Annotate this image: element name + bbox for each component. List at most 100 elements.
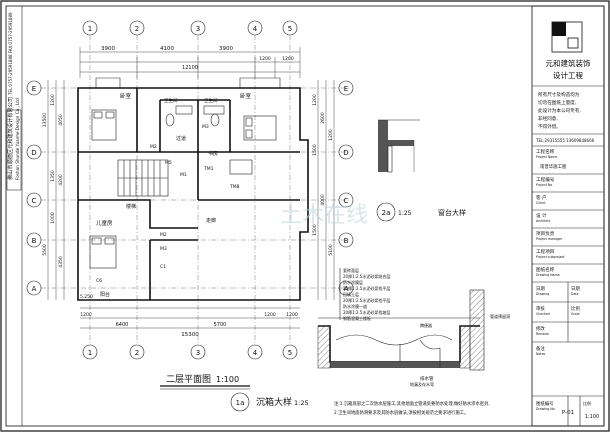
detail-2a-circle-label: 2a: [382, 209, 391, 217]
room-bed1: 卧室: [120, 92, 132, 100]
plan-title-text: 二层平面图: [166, 374, 211, 385]
axis-bottom-3: 3: [196, 349, 200, 357]
watermark: 土木在线: [280, 203, 368, 228]
plan-title-scale: 1:100: [216, 375, 239, 384]
field-subproject-en: Project subproject: [536, 255, 565, 259]
title-field-manager: 项目负责 Project manager: [536, 230, 563, 241]
layer-1: 瓷砖面层: [343, 267, 359, 273]
cell-date-cn: 日期: [571, 286, 580, 292]
field-project-no-cn: 工程编号: [536, 176, 555, 183]
axis-left-c: C: [32, 197, 37, 205]
bed-bedroom1: [91, 109, 117, 141]
title-field-drawing-name: 图纸名称 Drawing Name: [536, 266, 560, 277]
cell-scale-value: 1:100: [585, 414, 599, 420]
layer-8: 20厚1:2.5水泥砂浆找坡层: [343, 309, 390, 315]
layer-7: 防水涂膜一道: [343, 303, 367, 309]
notice-4: 非经同意,: [538, 115, 558, 122]
plan-title: 二层平面图 1:100: [160, 374, 250, 390]
field-architect-cn: 设 计: [536, 212, 547, 219]
detail-1a-note-2: 2.卫生间地面防滑要求及其防水层做法,须按相关规范之要求进行施工。: [334, 409, 468, 416]
left-dim-total: 13500: [42, 113, 48, 127]
left-dim-1: 1200: [50, 94, 56, 106]
room-toilet1: 卫生间: [164, 97, 178, 104]
company-name-1: 元和建筑装饰: [546, 58, 591, 68]
right-dim-3: 1500: [312, 144, 318, 156]
axis-left-d: D: [31, 149, 36, 157]
company-logo: [551, 21, 583, 53]
detail-1a-note-1: 注:1.沉箱底部之二次防水层施工,其他地面立管道处要防水处理,做好防水渗水密封,: [334, 400, 490, 407]
notice-5: 不得外借。: [538, 123, 561, 130]
cell-scale-en: Scale: [571, 312, 580, 316]
axis-top-1: 1: [88, 25, 92, 33]
door-tag-7: C6: [96, 278, 102, 284]
cell-scale-cn: 比例: [571, 305, 580, 312]
top-dim-1: 3900: [101, 46, 115, 52]
company-name-2: 设计工程: [553, 70, 583, 80]
detail-1a-scale: 1:25: [294, 399, 309, 407]
axis-top-5: 5: [288, 25, 292, 33]
layer-5: 回填土层: [343, 291, 359, 297]
walls: [77, 77, 309, 301]
notice: 所有尺寸及构造均为 切勿在图纸上量度, 此设计为本公司专有, 非经同意, 不得外…: [538, 91, 581, 130]
door-tag-2: M3: [202, 124, 209, 130]
title-cell-scale-value: 比例 1:100: [583, 400, 599, 420]
axis-left-a: A: [32, 285, 37, 293]
door-tag-8: C1: [160, 264, 166, 270]
bottom-dim-5: 1200: [286, 312, 298, 318]
room-toilet2: 卫生间: [204, 97, 218, 104]
title-cell-notes: 备注 Notes: [536, 345, 546, 356]
axis-right-c: C: [344, 197, 349, 205]
door-tags: M2 M3 M5 M1 TM1 TM8 C6 C1 M2 M3: [96, 124, 240, 284]
axis-right-e: E: [344, 85, 348, 93]
cell-revision-cn: 修改: [536, 325, 545, 332]
field-subproject-cn: 工程项目: [536, 248, 554, 255]
right-dim-7: 5100: [328, 244, 334, 256]
field-project-name-en: Project Name: [536, 155, 557, 159]
axis-right: E D C B A: [338, 80, 354, 296]
bottom-dimensions: 1200 6400 5700 1200 1200 15300: [80, 307, 300, 338]
axis-right-b: B: [344, 237, 349, 245]
field-manager-cn: 项目负责: [536, 230, 555, 237]
cell-sheet-no-en: Drawing No.: [536, 407, 556, 411]
detail-2a-circle: [376, 202, 396, 222]
top-dim-2: 4100: [160, 46, 174, 52]
axis-top-4: 4: [253, 25, 258, 33]
top-dim-3: 3900: [219, 46, 233, 52]
left-dim-2: 4050: [58, 114, 64, 126]
detail-2a-title: 窗台大样: [438, 208, 466, 217]
room-balcony: 阳台: [100, 291, 110, 298]
company-vertical-en: Foshan Shunde Yuanhe Design Co., Ltd: [15, 98, 20, 180]
room-stair: 楼梯: [126, 203, 136, 210]
title-cell-checked: 审核 Checked: [536, 305, 550, 316]
left-dim-3: 1350: [50, 170, 56, 182]
floor-plan: 3900 4100 3900 1200 1200 12100 1 2 3 4 5: [26, 20, 354, 390]
axis-right-a: A: [344, 285, 349, 293]
door-tag-9: M2: [160, 232, 167, 238]
left-dim-5: 1000: [50, 212, 56, 224]
top-dim-total: 12100: [182, 65, 198, 71]
cell-sheet-no-value: P-01: [562, 410, 574, 416]
contact-line: TEL:29315555 13609848666: [535, 138, 595, 143]
door-tag-5: TM1: [203, 166, 214, 172]
detail-1a-right-note: 管道预留洞: [490, 313, 510, 319]
detail-2a-scale: 1:25: [398, 210, 412, 217]
room-study: 书房: [208, 150, 218, 157]
layer-6: 20厚1:2.5水泥砂浆找平层: [343, 297, 390, 303]
field-project-no-en: Project No.: [536, 183, 553, 187]
cell-scale-value-cn: 比例: [583, 400, 591, 406]
bottom-dim-3: 5700: [214, 322, 227, 328]
axis-left: E D C B A: [26, 80, 350, 296]
cell-checked-en: Checked: [536, 312, 550, 316]
elevation-mark: 5.250: [80, 294, 93, 300]
field-manager-en: Project manager: [536, 237, 563, 241]
room-bed2: 卧室: [240, 92, 252, 100]
top-dim-5: 1200: [282, 56, 294, 62]
company-vertical-cn: 佛山市顺德区元和建筑设计有限公司: [6, 97, 14, 180]
left-dim-6: 5500: [42, 244, 48, 256]
bottom-dim-1: 1200: [80, 312, 92, 318]
stair: [117, 159, 169, 197]
right-dim-4: 1200: [328, 129, 334, 141]
field-project-name-cn: 工程名称: [536, 148, 555, 155]
field-client-en: Client: [536, 201, 546, 205]
